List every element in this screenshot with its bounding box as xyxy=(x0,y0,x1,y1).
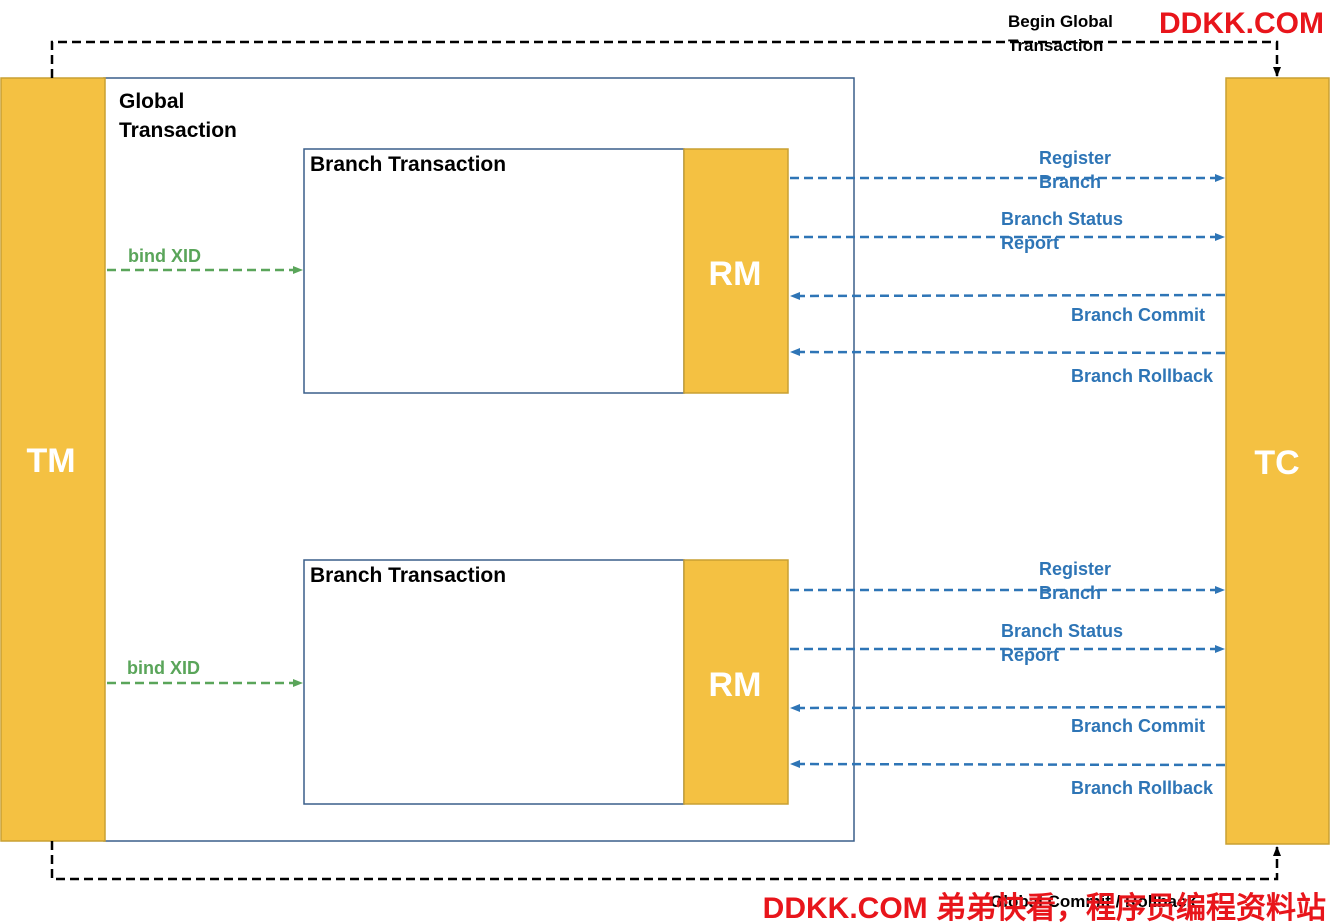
bind-xid-label-1: bind XID xyxy=(128,246,201,266)
tm-component xyxy=(0,77,106,842)
tm-label: TM xyxy=(26,442,75,480)
register-branch-label-2: Register Branch xyxy=(1039,559,1116,603)
branch-status-label-2: Branch Status Report xyxy=(1001,621,1128,665)
rm-component-2 xyxy=(683,559,789,805)
branch-transaction-2-title: Branch Transaction xyxy=(310,564,506,587)
branch-rollback-arrow-1 xyxy=(790,348,1226,357)
branch-transaction-2 xyxy=(303,559,685,805)
global-transaction-label: Global Transaction xyxy=(119,90,237,142)
begin-global-arrow xyxy=(50,40,1281,78)
branch-rollback-label-1: Branch Rollback xyxy=(1071,366,1214,386)
branch-rollback-label-2: Branch Rollback xyxy=(1071,778,1214,798)
watermark-top: DDKK.COM xyxy=(1159,7,1324,40)
branch-rollback-arrow-2 xyxy=(790,760,1226,769)
tc-label: TC xyxy=(1254,444,1299,482)
branch-transaction-1 xyxy=(303,148,685,394)
global-commit-rollback-arrow xyxy=(50,841,1281,881)
rm-component-1 xyxy=(683,148,789,394)
branch-commit-arrow-2 xyxy=(790,703,1226,712)
watermark-bottom: DDKK.COM 弟弟快看，程序员编程资料站 xyxy=(763,891,1326,924)
tc-component xyxy=(1225,77,1330,845)
branch-status-label-1: Branch Status Report xyxy=(1001,209,1128,253)
global-commit-rollback-label: Global Commit / Rollback xyxy=(990,892,1196,911)
begin-global-label: Begin Global Transaction xyxy=(1008,12,1118,55)
branch-commit-label-2: Branch Commit xyxy=(1071,716,1205,736)
branch-commit-arrow-1 xyxy=(790,291,1226,300)
branch-commit-label-1: Branch Commit xyxy=(1071,305,1205,325)
bind-xid-label-2: bind XID xyxy=(127,658,200,678)
branch-transaction-1-title: Branch Transaction xyxy=(310,153,506,176)
register-branch-label-1: Register Branch xyxy=(1039,148,1116,192)
rm-label-2: RM xyxy=(709,666,762,704)
rm-label-1: RM xyxy=(709,255,762,293)
